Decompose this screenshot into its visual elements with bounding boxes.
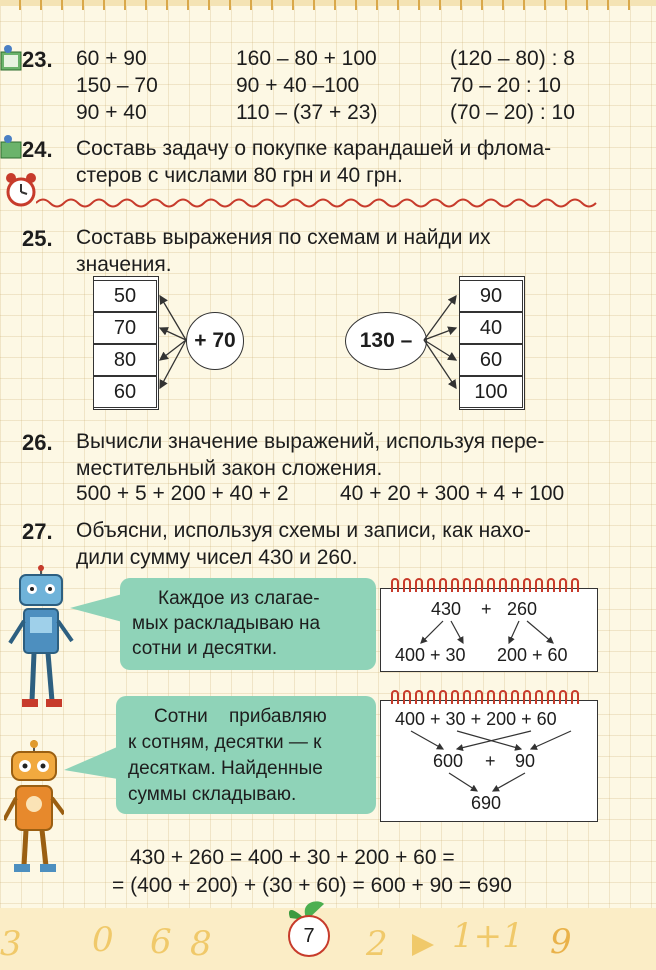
bubble-1-line: мых раскладываю на — [132, 613, 321, 634]
right-scheme-box: 60 — [459, 344, 523, 376]
play-arrow-icon — [412, 934, 434, 956]
task-26-expr-1: 500 + 5 + 200 + 40 + 2 — [76, 482, 289, 505]
task-25-line-2: значения. — [76, 253, 172, 276]
bubble-2-line: десяткам. Найденные — [128, 758, 323, 779]
bubble-2-line: к сотням, десятки — к — [128, 732, 322, 753]
notepad-1: 430 + 260 400 + 30 200 + 60 — [380, 588, 598, 672]
pad1-arrows — [420, 620, 554, 645]
bubble-2: Сотни прибавляю к сотням, десятки — к де… — [116, 696, 376, 814]
task-27-line-2: дили сумму чисел 430 и 260. — [76, 546, 358, 569]
task-23-expr-1-2: 150 – 70 — [76, 74, 158, 97]
notepad-2-spiral — [391, 690, 579, 704]
footer-digit: 3 — [0, 924, 22, 964]
notepad-1-spiral — [391, 578, 579, 592]
footer-digit: 2 — [366, 924, 388, 964]
bubble-1-line: Каждое из слагае- — [158, 588, 320, 609]
pad2-tens: 90 — [515, 751, 536, 771]
task-23-expr-3-1: (120 – 80) : 8 — [450, 47, 575, 70]
task-26-expr-2: 40 + 20 + 300 + 4 + 100 — [340, 482, 565, 505]
task-26-line-2: местительный закон сложения. — [76, 457, 383, 480]
left-scheme-box: 60 — [93, 376, 157, 408]
top-ruler — [0, 0, 656, 10]
pad2-expanded: 400 + 30 + 200 + 60 — [395, 709, 557, 729]
pad1-addend-1: 430 — [431, 599, 462, 619]
task-27-number: 27. — [22, 519, 53, 544]
footer-digit: 0 — [92, 920, 114, 960]
task-26-number: 26. — [22, 430, 53, 455]
right-scheme-box: 40 — [459, 312, 523, 344]
pad1-addend-2: 260 — [507, 599, 538, 619]
robot-icon — [8, 565, 74, 707]
bubble-1: Каждое из слагае- мых раскладываю на сот… — [120, 578, 376, 670]
bubble-1-line: сотни и десятки. — [132, 638, 278, 659]
task-23-expr-2-2: 90 + 40 –100 — [236, 74, 360, 97]
left-scheme-operation: + 70 — [186, 312, 244, 370]
pad2-plus: + — [485, 751, 496, 771]
task-23-number: 23. — [22, 47, 53, 72]
footer-digit: 1+1 — [452, 916, 524, 956]
task-23-expr-2-1: 160 – 80 + 100 — [236, 47, 377, 70]
task-23-expr-1-1: 60 + 90 — [76, 47, 147, 70]
final-equation-2: = (400 + 200) + (30 + 60) = 600 + 90 = 6… — [112, 874, 512, 897]
right-scheme-arrows — [423, 294, 458, 390]
left-scheme-box: 80 — [93, 344, 157, 376]
footer-digit: 9 — [550, 922, 572, 962]
book-icon — [0, 45, 22, 71]
book-icon — [0, 135, 22, 159]
task-24-line-2: стеров с числами 80 грн и 40 грн. — [76, 164, 403, 187]
right-scheme-box: 90 — [459, 280, 523, 312]
pad1-plus: + — [481, 599, 492, 619]
task-23-expr-2-3: 110 – (37 + 23) — [236, 101, 378, 124]
task-25-line-1: Составь выражения по схемам и найди их — [76, 226, 491, 249]
task-27-line-1: Объясни, используя схемы и записи, как н… — [76, 519, 531, 542]
bubble-2-line: Сотни прибавляю — [154, 706, 327, 727]
pad2-arrows — [410, 730, 572, 792]
wavy-divider — [36, 198, 597, 208]
task-23-expr-3-2: 70 – 20 : 10 — [450, 74, 561, 97]
task-25-number: 25. — [22, 226, 53, 251]
bubble-2-tail — [64, 744, 124, 780]
page-number: 7 — [288, 915, 330, 957]
robot-icon — [4, 740, 64, 872]
right-scheme-box: 100 — [459, 376, 523, 408]
pad1-split-1: 400 + 30 — [395, 645, 466, 665]
right-scheme-operation: 130 – — [345, 312, 427, 370]
final-equation-1: 430 + 260 = 400 + 30 + 200 + 60 = — [130, 846, 455, 869]
task-24-line-1: Составь задачу о покупке карандашей и фл… — [76, 137, 552, 160]
pad2-result: 690 — [471, 793, 502, 813]
footer-digit: 6 — [150, 922, 172, 962]
task-23-expr-1-3: 90 + 40 — [76, 101, 147, 124]
alarm-clock-icon — [6, 173, 36, 207]
task-26-line-1: Вычисли значение выражений, используя пе… — [76, 430, 545, 453]
pad1-split-2: 200 + 60 — [497, 645, 568, 665]
notepad-2: 400 + 30 + 200 + 60 600 + 90 690 — [380, 700, 598, 822]
left-scheme-box: 50 — [93, 280, 157, 312]
bubble-1-tail — [70, 592, 130, 624]
left-scheme-box: 70 — [93, 312, 157, 344]
left-scheme-arrows — [158, 294, 187, 390]
footer-digit: 8 — [190, 924, 212, 964]
task-24-number: 24. — [22, 137, 53, 162]
task-23-expr-3-3: (70 – 20) : 10 — [450, 101, 575, 124]
pad2-hundreds: 600 — [433, 751, 464, 771]
bubble-2-line: суммы складываю. — [128, 784, 297, 805]
